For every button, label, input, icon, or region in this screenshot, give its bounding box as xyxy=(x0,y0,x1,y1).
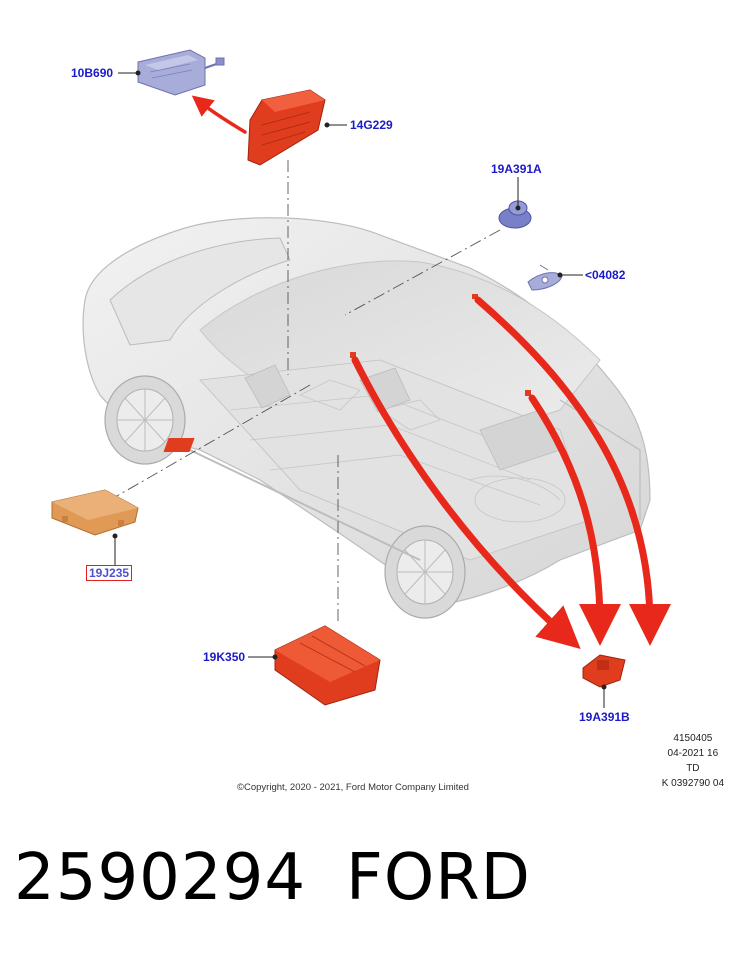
part-10B690[interactable] xyxy=(137,49,225,96)
callout-10B690[interactable]: 10B690 xyxy=(71,66,114,80)
copyright-notice: ©Copyright, 2020 - 2021, Ford Motor Comp… xyxy=(237,782,469,793)
callout-04082[interactable]: <04082 xyxy=(585,268,626,282)
callout-19A391A[interactable]: 19A391A xyxy=(491,162,542,176)
dashed-leaders xyxy=(109,160,501,625)
part-19A391A[interactable] xyxy=(498,200,532,229)
callout-19J235[interactable]: 19J235 xyxy=(86,565,133,581)
part-19J235[interactable] xyxy=(51,489,139,536)
info-line-1: 4150405 xyxy=(673,733,713,744)
part-number: 2590294 xyxy=(14,841,307,915)
parts-diagram xyxy=(51,49,671,708)
info-line-2: 04-2021 16 xyxy=(667,748,719,759)
part-04082[interactable] xyxy=(527,264,563,291)
info-line-3: TD xyxy=(686,763,700,774)
vehicle-illustration xyxy=(82,217,651,619)
callout-19A391B[interactable]: 19A391B xyxy=(579,710,630,724)
part-19A391B[interactable] xyxy=(582,654,626,688)
callout-19K350[interactable]: 19K350 xyxy=(203,650,246,664)
callout-14G229[interactable]: 14G229 xyxy=(350,118,393,132)
part-19K350[interactable] xyxy=(274,625,381,706)
info-line-4: K 0392790 04 xyxy=(661,778,724,789)
front-wheel xyxy=(104,375,186,465)
drawing-info-block: 4150405 04-2021 16 TD K 0392790 04 xyxy=(662,731,724,791)
red-arrows xyxy=(191,95,671,650)
brand-name: FORD xyxy=(346,841,531,915)
part-14G229[interactable] xyxy=(247,89,326,166)
rear-wheel xyxy=(384,525,466,619)
callout-leaders xyxy=(112,70,607,708)
